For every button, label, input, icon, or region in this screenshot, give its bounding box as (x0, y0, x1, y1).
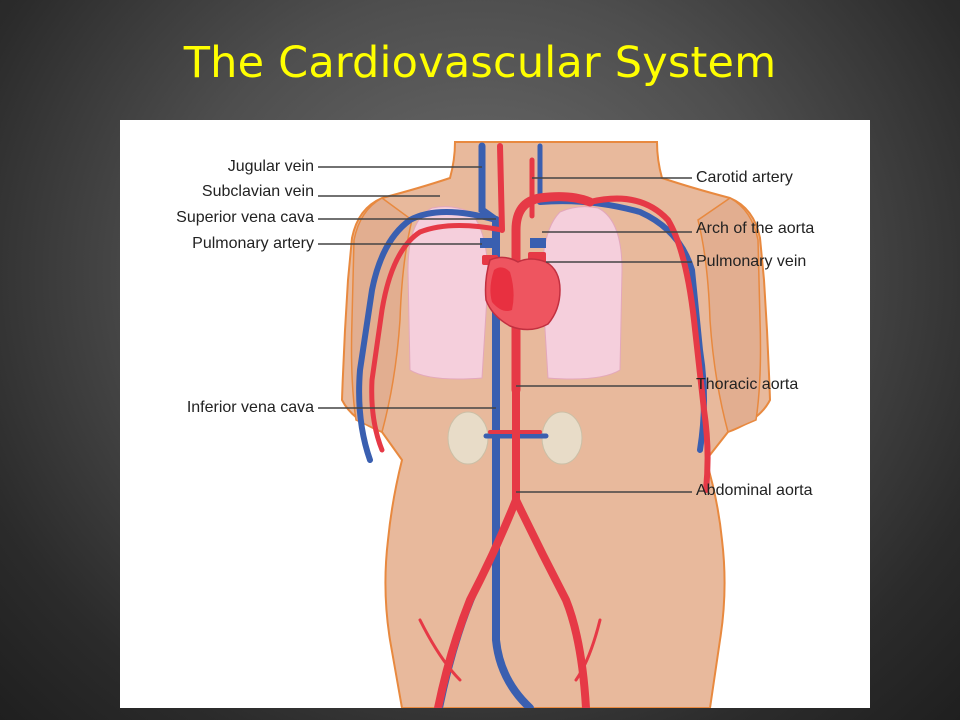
label-arch-of-the-aorta: Arch of the aorta (696, 220, 815, 237)
arterial-vessels (369, 143, 711, 708)
anatomy-illustration (318, 141, 772, 708)
label-inferior-vena-cava: Inferior vena cava (186, 399, 314, 416)
right-kidney (541, 411, 583, 465)
slide-title: The Cardiovascular System (183, 38, 777, 88)
label-jugular-vein: Jugular vein (227, 158, 314, 175)
right-lung (541, 206, 623, 380)
cardiovascular-diagram: Jugular vein Subclavian vein Superior ve… (120, 120, 870, 708)
label-pulmonary-artery: Pulmonary artery (192, 235, 314, 252)
label-carotid-artery: Carotid artery (696, 169, 793, 186)
heart (482, 252, 561, 331)
right-arm (697, 197, 762, 434)
label-subclavian-vein: Subclavian vein (201, 183, 314, 200)
label-superior-vena-cava: Superior vena cava (176, 209, 314, 226)
left-kidney (447, 411, 489, 465)
label-thoracic-aorta: Thoracic aorta (696, 376, 799, 393)
left-lung (407, 206, 489, 380)
label-abdominal-aorta: Abdominal aorta (696, 482, 813, 499)
leader-lines (318, 166, 692, 493)
label-pulmonary-vein: Pulmonary vein (696, 253, 807, 270)
